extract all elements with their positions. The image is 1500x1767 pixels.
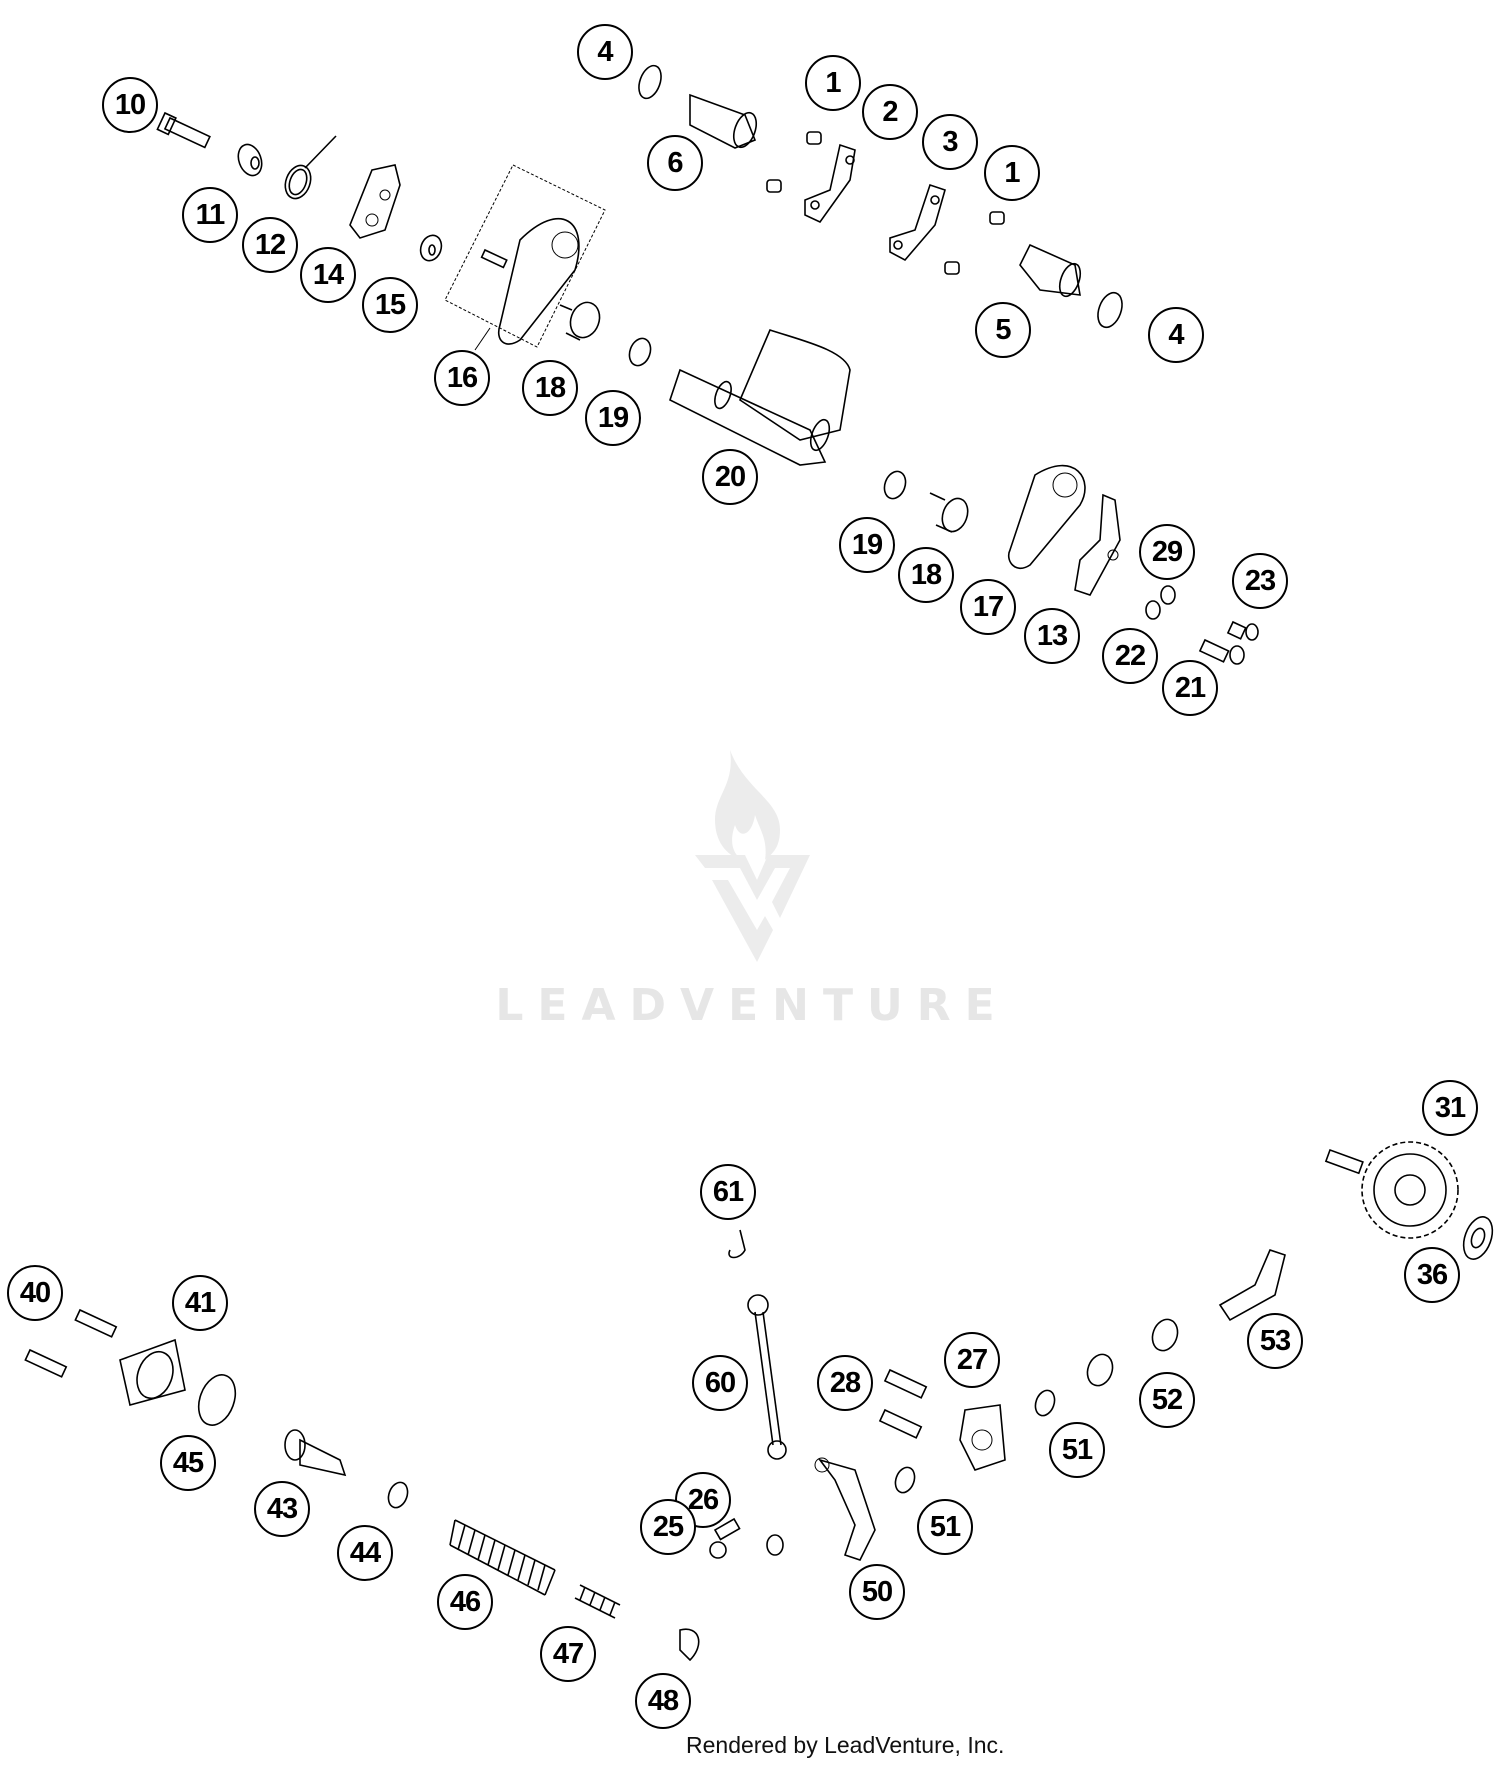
callout-part-48[interactable]: 48 [635, 1673, 691, 1729]
callout-part-29[interactable]: 29 [1139, 524, 1195, 580]
callout-part-6[interactable]: 6 [647, 135, 703, 191]
callout-part-2[interactable]: 2 [862, 84, 918, 140]
callout-part-31[interactable]: 31 [1422, 1080, 1478, 1136]
callout-part-17[interactable]: 17 [960, 579, 1016, 635]
callout-part-27[interactable]: 27 [944, 1332, 1000, 1388]
callout-part-52[interactable]: 52 [1139, 1372, 1195, 1428]
callout-part-19[interactable]: 19 [839, 517, 895, 573]
callout-part-12[interactable]: 12 [242, 217, 298, 273]
callout-part-18[interactable]: 18 [898, 547, 954, 603]
callout-part-25[interactable]: 25 [640, 1499, 696, 1555]
callout-part-43[interactable]: 43 [254, 1481, 310, 1537]
callout-part-50[interactable]: 50 [849, 1564, 905, 1620]
callout-part-51[interactable]: 51 [917, 1499, 973, 1555]
callout-part-22[interactable]: 22 [1102, 628, 1158, 684]
callout-part-46[interactable]: 46 [437, 1574, 493, 1630]
callout-part-18[interactable]: 18 [522, 360, 578, 416]
callout-part-4[interactable]: 4 [1148, 307, 1204, 363]
callout-part-51[interactable]: 51 [1049, 1422, 1105, 1478]
bolt-10-icon [156, 111, 211, 149]
callout-part-16[interactable]: 16 [434, 350, 490, 406]
callout-part-47[interactable]: 47 [540, 1626, 596, 1682]
callout-part-3[interactable]: 3 [922, 114, 978, 170]
watermark-text: LEADVENTURE [495, 980, 1009, 1031]
callout-part-61[interactable]: 61 [700, 1164, 756, 1220]
callout-part-45[interactable]: 45 [160, 1435, 216, 1491]
callout-part-19[interactable]: 19 [585, 390, 641, 446]
callout-part-53[interactable]: 53 [1247, 1313, 1303, 1369]
callout-part-41[interactable]: 41 [172, 1275, 228, 1331]
callout-part-1[interactable]: 1 [805, 55, 861, 111]
callout-part-40[interactable]: 40 [7, 1265, 63, 1321]
callout-part-10[interactable]: 10 [102, 77, 158, 133]
callout-part-44[interactable]: 44 [337, 1525, 393, 1581]
callout-part-4[interactable]: 4 [577, 24, 633, 80]
callout-part-5[interactable]: 5 [975, 302, 1031, 358]
callout-part-20[interactable]: 20 [702, 449, 758, 505]
callout-part-21[interactable]: 21 [1162, 660, 1218, 716]
render-credit: Rendered by LeadVenture, Inc. [686, 1732, 1005, 1758]
callout-part-60[interactable]: 60 [692, 1355, 748, 1411]
callout-part-11[interactable]: 11 [182, 187, 238, 243]
callout-part-13[interactable]: 13 [1024, 608, 1080, 664]
callout-part-36[interactable]: 36 [1404, 1247, 1460, 1303]
callout-part-28[interactable]: 28 [817, 1355, 873, 1411]
callout-part-14[interactable]: 14 [300, 247, 356, 303]
watermark-logo-icon [695, 750, 810, 962]
callout-part-15[interactable]: 15 [362, 277, 418, 333]
callout-part-1[interactable]: 1 [984, 145, 1040, 201]
callout-part-23[interactable]: 23 [1232, 553, 1288, 609]
